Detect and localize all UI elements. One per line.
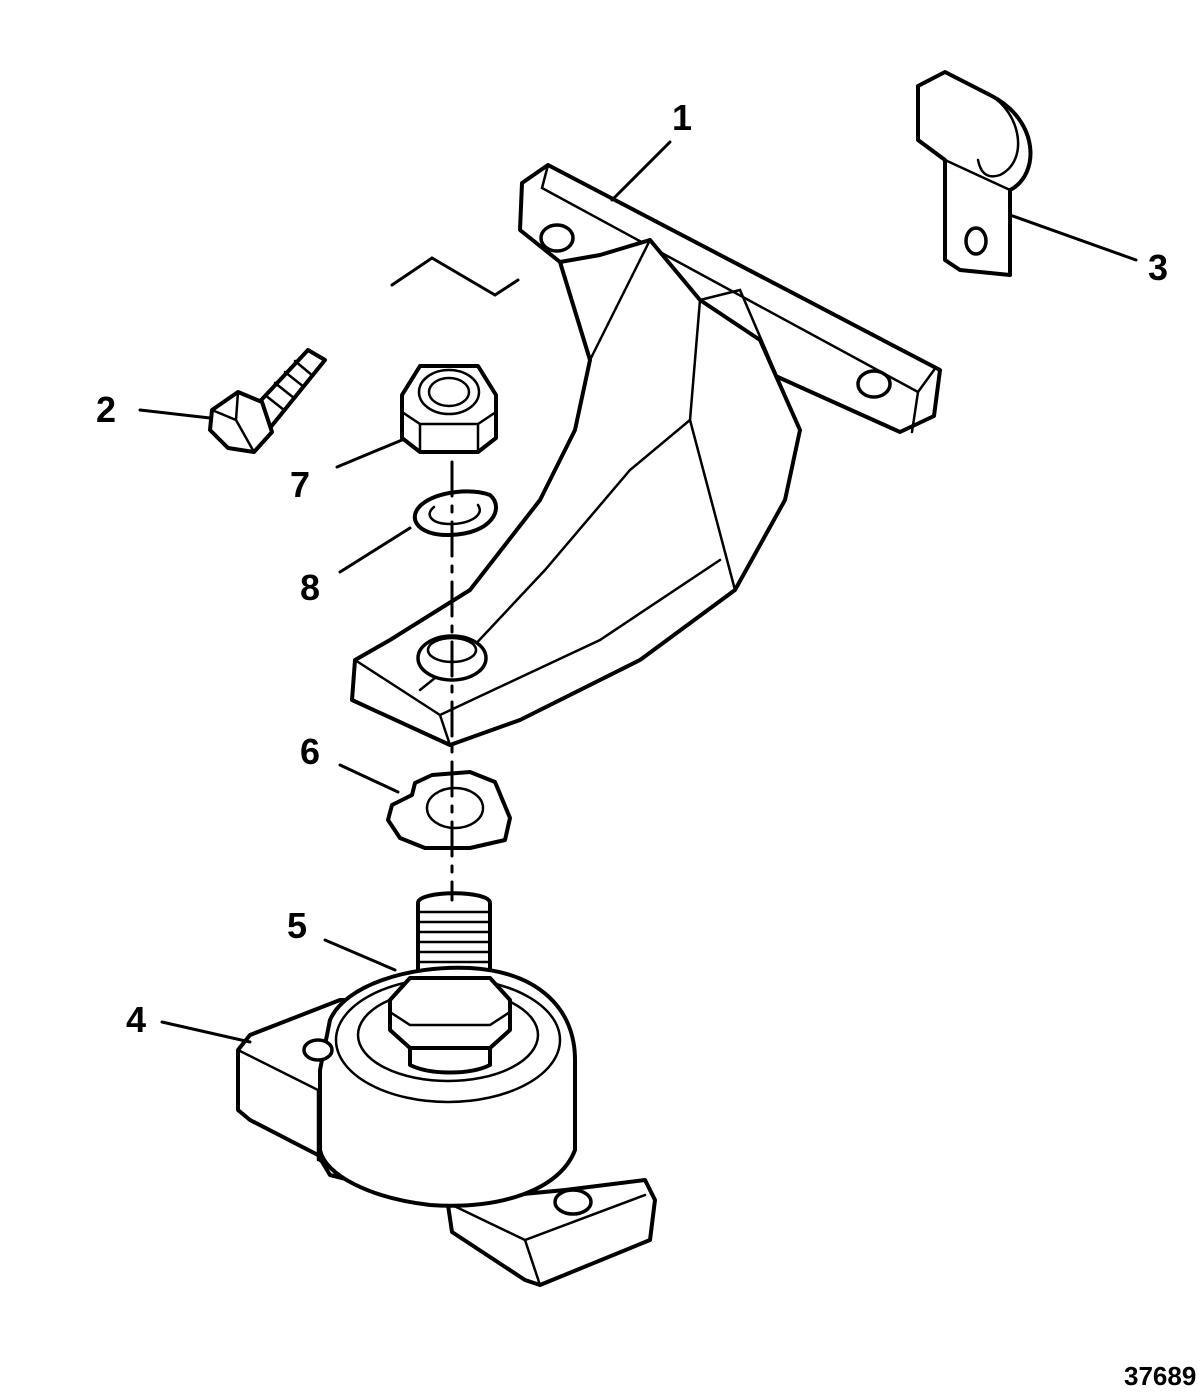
engine-mount-base [236, 965, 657, 1287]
tab-washer [386, 770, 512, 850]
reference-number: 37689 [1124, 1361, 1196, 1391]
callout-3: 3 [1148, 247, 1168, 288]
callout-8: 8 [300, 567, 320, 608]
callout-4: 4 [126, 999, 146, 1040]
mount-bracket [350, 163, 942, 747]
callout-1: 1 [672, 97, 692, 138]
callout-2: 2 [96, 389, 116, 430]
lock-washer [412, 489, 498, 538]
callout-6: 6 [300, 731, 320, 772]
leader-lines [138, 140, 1138, 1044]
callout-7: 7 [290, 464, 310, 505]
hex-nut [400, 364, 498, 454]
hose-clamp [916, 70, 1033, 277]
bolt [208, 348, 327, 454]
callout-5: 5 [287, 905, 307, 946]
